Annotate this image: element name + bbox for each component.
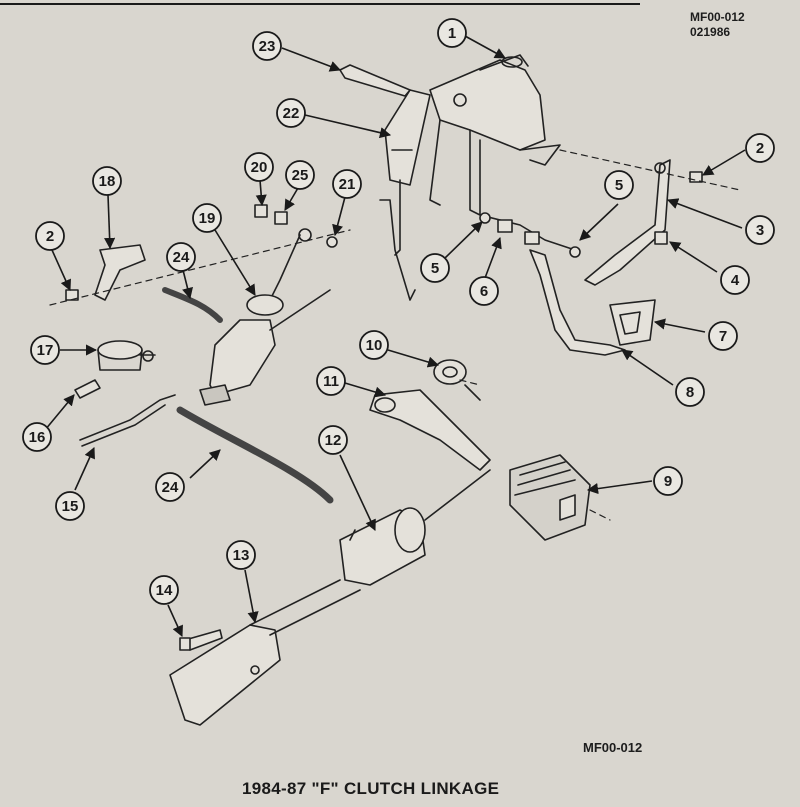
callout-20: 20: [244, 152, 274, 182]
callout-1: 1: [437, 18, 467, 48]
callout-19: 19: [192, 203, 222, 233]
small-fasteners: [254, 204, 338, 248]
svg-text:20: 20: [251, 159, 268, 176]
svg-text:23: 23: [259, 38, 276, 55]
callout-17: 17: [30, 335, 60, 365]
svg-text:5: 5: [431, 260, 439, 277]
svg-text:2: 2: [756, 140, 764, 157]
leader-lines: [44, 35, 746, 638]
push-rod: [479, 212, 581, 258]
master-cylinder: [199, 234, 331, 406]
callout-18: 18: [92, 166, 122, 196]
callout-10: 10: [359, 330, 389, 360]
centerlines: [49, 149, 741, 521]
svg-text:4: 4: [731, 272, 740, 289]
svg-text:6: 6: [480, 283, 488, 300]
nut-parts: [65, 171, 703, 301]
svg-text:25: 25: [292, 167, 309, 184]
callout-6: 6: [469, 276, 499, 306]
callout-15: 15: [55, 491, 85, 521]
svg-text:5: 5: [615, 177, 623, 194]
pedal-bracket: [429, 54, 561, 216]
callout-14: 14: [149, 575, 179, 605]
svg-text:15: 15: [62, 498, 79, 515]
callout-5-upper: 5: [604, 170, 634, 200]
svg-text:9: 9: [664, 473, 672, 490]
callout-2-left: 2: [35, 221, 65, 251]
svg-text:14: 14: [156, 582, 173, 599]
callout-9: 9: [653, 466, 683, 496]
lower-hose: [176, 406, 334, 504]
svg-text:2: 2: [46, 228, 54, 245]
screw: [74, 379, 101, 399]
callout-5-lower: 5: [420, 253, 450, 283]
upper-hose: [162, 287, 223, 323]
fluid-reservoir: [97, 340, 156, 371]
callout-22: 22: [276, 98, 306, 128]
callout-3: 3: [745, 215, 775, 245]
callout-4: 4: [720, 265, 750, 295]
diagram-code: MF00-012: [690, 10, 745, 24]
svg-text:13: 13: [233, 547, 250, 564]
callout-2-right: 2: [745, 133, 775, 163]
svg-text:1: 1: [448, 25, 456, 42]
svg-text:3: 3: [756, 222, 764, 239]
callout-13: 13: [226, 540, 256, 570]
svg-text:18: 18: [99, 173, 116, 190]
callout-16: 16: [22, 422, 52, 452]
svg-text:7: 7: [719, 328, 727, 345]
callout-24-lower: 24: [155, 472, 185, 502]
svg-text:21: 21: [339, 176, 356, 193]
svg-text:12: 12: [325, 432, 342, 449]
figure-caption: 1984-87 "F" CLUTCH LINKAGE: [242, 779, 500, 798]
callout-7: 7: [708, 321, 738, 351]
callout-23: 23: [252, 31, 282, 61]
callout-11: 11: [316, 366, 346, 396]
dust-boot: [509, 454, 591, 541]
slave-cylinder: [339, 469, 491, 586]
footer-code: MF00-012: [583, 740, 643, 755]
reservoir-hose: [79, 394, 176, 447]
callout-25: 25: [285, 160, 315, 190]
svg-text:11: 11: [323, 373, 339, 390]
bracket-bolt: [179, 629, 223, 651]
release-fork: [369, 389, 491, 471]
diagram-date-code: 021986: [690, 25, 731, 39]
mounting-bracket: [169, 579, 361, 726]
svg-text:22: 22: [283, 105, 300, 122]
svg-text:24: 24: [173, 249, 190, 266]
svg-text:24: 24: [162, 479, 179, 496]
callout-21: 21: [332, 169, 362, 199]
svg-text:19: 19: [199, 210, 216, 227]
svg-text:16: 16: [29, 429, 46, 446]
callouts: 1 2 2 3 4 5 5 6 7 8 9 10 11 12 13 14 15 …: [22, 18, 775, 605]
callout-8: 8: [675, 377, 705, 407]
long-bolt: [339, 64, 411, 97]
svg-text:10: 10: [366, 337, 383, 354]
callout-24-upper: 24: [166, 242, 196, 272]
pedal-pad: [609, 299, 656, 346]
svg-text:17: 17: [37, 342, 54, 359]
pivot-boot: [433, 359, 481, 401]
svg-text:8: 8: [686, 384, 694, 401]
callout-12: 12: [318, 425, 348, 455]
switch-bracket: [94, 244, 146, 301]
